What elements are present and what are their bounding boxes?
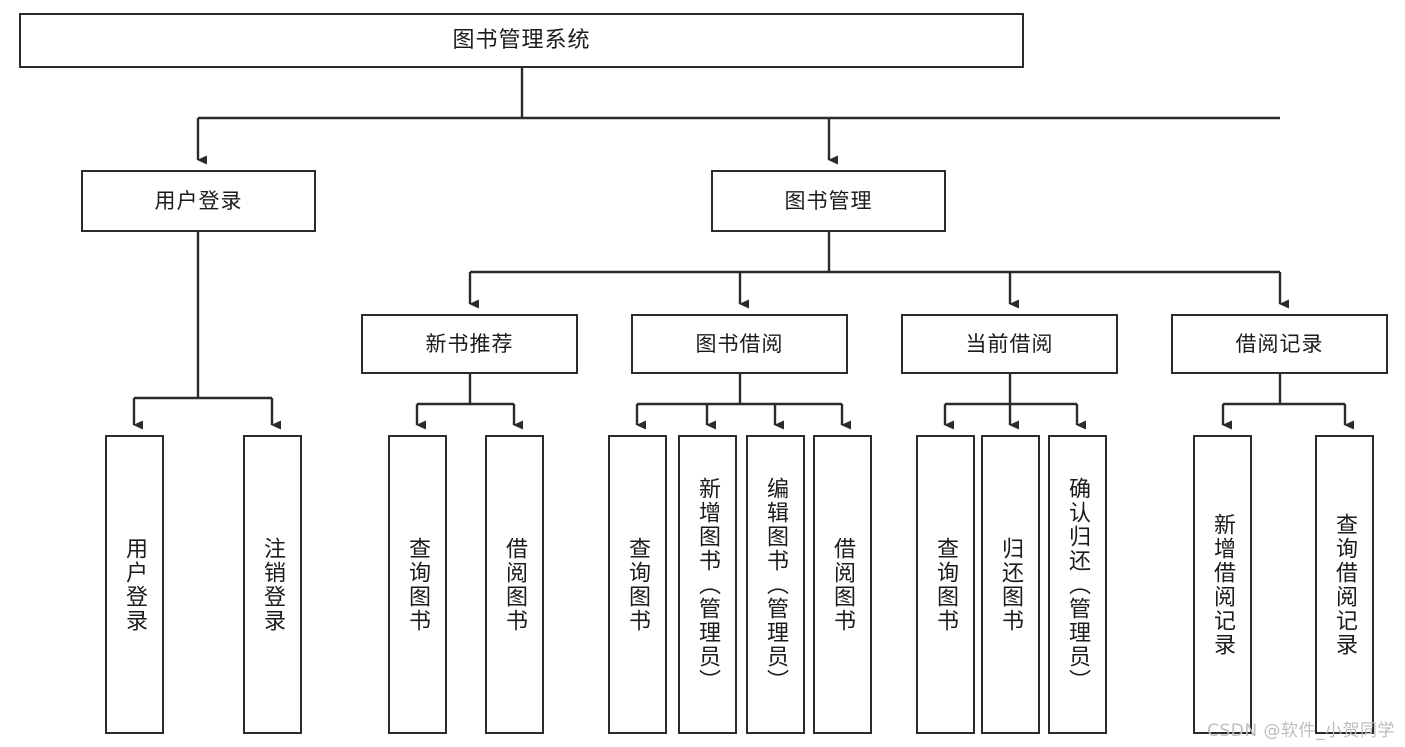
node-leaf-add-book-admin[interactable]: 新增图书（管理员） <box>678 435 737 734</box>
node-leaf-edit-book-admin[interactable]: 编辑图书（管理员） <box>746 435 805 734</box>
node-leaf-confirm-return-admin-label: 确认归还（管理员） <box>1065 476 1091 693</box>
node-leaf-return-book[interactable]: 归还图书 <box>981 435 1040 734</box>
node-book-management-label: 图书管理 <box>784 188 873 213</box>
node-current-borrow-label: 当前借阅 <box>965 331 1054 356</box>
node-leaf-query-book-1-label: 查询图书 <box>405 536 431 633</box>
node-root[interactable]: 图书管理系统 <box>19 13 1024 68</box>
node-leaf-query-book-3[interactable]: 查询图书 <box>916 435 975 734</box>
node-leaf-edit-book-admin-label: 编辑图书（管理员） <box>763 476 789 693</box>
node-borrow-record-label: 借阅记录 <box>1235 331 1324 356</box>
node-leaf-add-book-admin-label: 新增图书（管理员） <box>695 476 721 693</box>
node-leaf-add-borrow-record[interactable]: 新增借阅记录 <box>1193 435 1252 734</box>
node-leaf-logout-login[interactable]: 注销登录 <box>243 435 302 734</box>
node-leaf-user-login-label: 用户登录 <box>122 536 148 633</box>
node-book-borrow-label: 图书借阅 <box>695 331 784 356</box>
node-leaf-confirm-return-admin[interactable]: 确认归还（管理员） <box>1048 435 1107 734</box>
node-new-book-recommend[interactable]: 新书推荐 <box>361 314 578 374</box>
node-leaf-query-book-1[interactable]: 查询图书 <box>388 435 447 734</box>
node-leaf-user-login[interactable]: 用户登录 <box>105 435 164 734</box>
node-leaf-borrow-book-1[interactable]: 借阅图书 <box>485 435 544 734</box>
node-new-book-recommend-label: 新书推荐 <box>425 331 514 356</box>
node-book-borrow[interactable]: 图书借阅 <box>631 314 848 374</box>
node-leaf-borrow-book-1-label: 借阅图书 <box>502 536 528 633</box>
node-leaf-logout-login-label: 注销登录 <box>260 536 286 633</box>
node-user-login[interactable]: 用户登录 <box>81 170 316 232</box>
node-leaf-return-book-label: 归还图书 <box>998 536 1024 633</box>
node-leaf-query-book-3-label: 查询图书 <box>933 536 959 633</box>
node-leaf-add-borrow-record-label: 新增借阅记录 <box>1210 512 1236 657</box>
node-leaf-borrow-book-2[interactable]: 借阅图书 <box>813 435 872 734</box>
node-leaf-query-borrow-record[interactable]: 查询借阅记录 <box>1315 435 1374 734</box>
node-leaf-query-borrow-record-label: 查询借阅记录 <box>1332 512 1358 657</box>
node-leaf-query-book-2[interactable]: 查询图书 <box>608 435 667 734</box>
node-leaf-borrow-book-2-label: 借阅图书 <box>830 536 856 633</box>
node-book-management[interactable]: 图书管理 <box>711 170 946 232</box>
node-borrow-record[interactable]: 借阅记录 <box>1171 314 1388 374</box>
node-user-login-label: 用户登录 <box>154 188 243 213</box>
node-leaf-query-book-2-label: 查询图书 <box>625 536 651 633</box>
watermark: CSDN @软件_小贺同学 <box>1207 721 1395 741</box>
node-root-label: 图书管理系统 <box>452 27 591 53</box>
node-current-borrow[interactable]: 当前借阅 <box>901 314 1118 374</box>
